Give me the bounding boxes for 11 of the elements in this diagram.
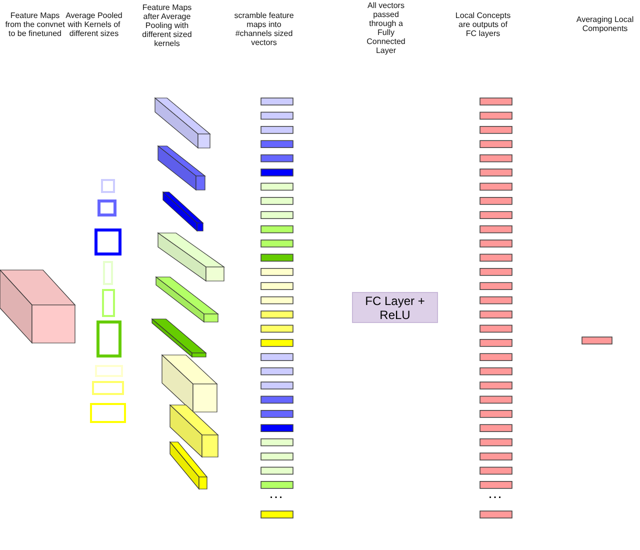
column-heading: All vectors passed through a Fully Connected Layer: [366, 1, 406, 55]
column-heading: scramble feature maps into #channels sized vectors: [234, 11, 294, 47]
ellipsis: ...: [488, 490, 504, 501]
column-heading: Feature Maps from the convnet to be finetuned: [5, 11, 65, 38]
ellipsis: ...: [270, 490, 284, 501]
layer-box: [352, 292, 438, 323]
column-heading: Feature Maps after Average Pooling with different sized kernels: [141, 3, 193, 48]
layer-label: FC Layer + ReLU: [364, 294, 426, 322]
column-heading: Local Concepts are outputs of FC layers: [454, 11, 512, 38]
column-heading: Average Pooled with Kernels of different sizes: [65, 11, 124, 38]
column-heading: Averaging Local Components: [575, 15, 635, 33]
